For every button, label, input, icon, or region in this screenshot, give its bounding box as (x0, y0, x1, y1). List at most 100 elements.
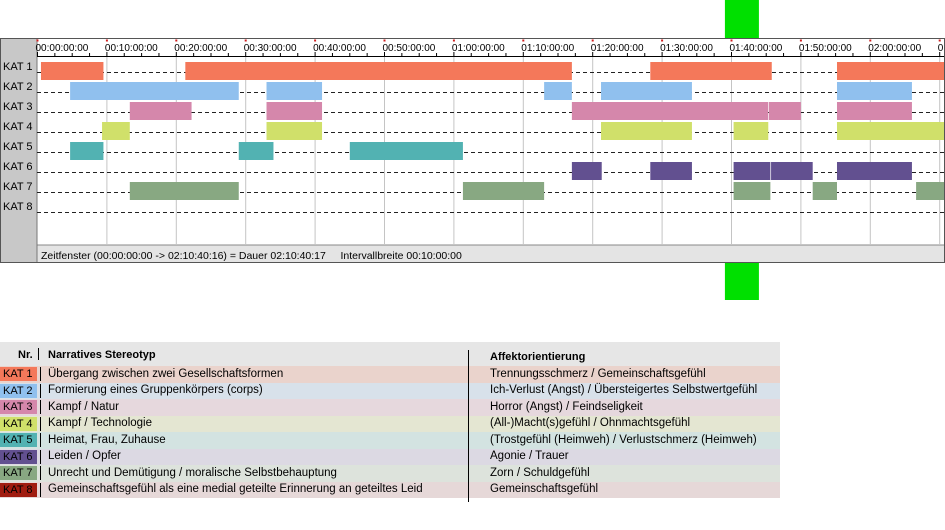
row-label: KAT 7 (3, 181, 33, 193)
timeline-segment (733, 182, 771, 200)
legend-header-nr: Nr. (18, 349, 33, 361)
segments (40, 62, 944, 200)
timeline-segment (733, 162, 771, 180)
time-tick-label: 00:20:00:00 (174, 43, 227, 54)
row-label: KAT 2 (3, 81, 33, 93)
tick-marker (869, 39, 872, 42)
timeline-segment (129, 182, 239, 200)
legend-category-swatch: KAT 4 (0, 416, 37, 431)
tick-marker (799, 39, 802, 42)
row-label: KAT 3 (3, 101, 33, 113)
time-tick-label: 01:40:00:00 (730, 43, 783, 54)
timeline-segment (129, 102, 192, 120)
tick-marker (730, 39, 733, 42)
tick-marker (938, 39, 941, 42)
time-tick-label: 00:00:00:00 (36, 43, 89, 54)
row-label: KAT 5 (3, 141, 33, 153)
category-legend: Nr. Narratives Stereotyp Affektorientier… (0, 342, 780, 502)
legend-row: KAT 5 Heimat, Frau, Zuhause (Trostgefühl (… (0, 432, 780, 449)
time-tick-label: 02:00:00:00 (868, 43, 921, 54)
timeline-segment (571, 162, 602, 180)
legend-row-sep (40, 482, 41, 497)
legend-row-sep (40, 383, 41, 398)
timeline-segment (571, 102, 769, 120)
tick-marker (661, 39, 664, 42)
legend-affect: Gemeinschaftsgefühl (490, 483, 599, 495)
timeline-segment (349, 142, 463, 160)
legend-row-sep (40, 400, 41, 414)
timeline-segment (462, 182, 545, 200)
timeline-segment (771, 162, 813, 180)
time-tick-label: 0 (938, 43, 944, 54)
row-label: KAT 4 (3, 121, 33, 133)
tick-marker (314, 39, 317, 42)
tick-marker (383, 39, 386, 42)
timeline-segment (266, 102, 323, 120)
legend-header-affect: Affektorientierung (490, 351, 586, 363)
legend-affect: Ich-Verlust (Angst) / Übersteigertes Sel… (490, 384, 758, 396)
legend-row-sep (40, 466, 41, 480)
timeline-segment (836, 82, 912, 100)
legend-affect: Trennungsschmerz / Gemeinschaftsgefühl (490, 367, 706, 380)
timeline-segment (836, 62, 944, 80)
timeline-segment (916, 182, 944, 200)
tick-marker (105, 39, 108, 42)
legend-row-sep (40, 367, 41, 381)
time-tick-label: 01:10:00:00 (521, 43, 574, 54)
timeline-segment (733, 122, 769, 140)
legend-stereotype: Formierung eines Gruppenkörpers (corps) (48, 384, 263, 396)
timeline-segment (812, 182, 837, 200)
legend-affect: Zorn / Schuldgefühl (490, 466, 590, 479)
legend-category-swatch: KAT 7 (0, 466, 37, 480)
timeline-segment (601, 122, 692, 140)
row-label: KAT 1 (3, 61, 33, 73)
tick-marker (591, 39, 594, 42)
legend-row: KAT 4 Kampf / Technologie (All-)Macht(s)ge… (0, 415, 780, 432)
timeline-segment (238, 142, 274, 160)
time-tick-label: 00:50:00:00 (383, 43, 436, 54)
timeline-segment (70, 82, 239, 100)
legend-stereotype: Gemeinschaftsgefühl als eine medial gete… (48, 483, 423, 495)
timeline-segment (266, 122, 323, 140)
legend-stereotype: Übergang zwischen zwei Gesellschaftsform… (48, 367, 284, 380)
legend-category-swatch: KAT 5 (0, 433, 37, 447)
legend-stereotype: Unrecht und Demütigung / moralische Selb… (48, 466, 337, 479)
status-bar (37, 245, 944, 262)
time-tick-label: 01:20:00:00 (591, 43, 644, 54)
legend-column-divider (468, 350, 469, 502)
row-label: KAT 6 (3, 161, 33, 173)
time-tick-label: 01:50:00:00 (799, 43, 852, 54)
legend-affect: Agonie / Trauer (490, 450, 569, 462)
legend-header-sep (38, 348, 39, 360)
timeline-segment (836, 122, 944, 140)
tick-marker (244, 39, 247, 42)
legend-category-swatch: KAT 2 (0, 383, 37, 398)
legend-affect: (Trostgefühl (Heimweh) / Verlustschmerz … (490, 433, 757, 446)
timeline-segment (544, 82, 572, 100)
legend-stereotype: Heimat, Frau, Zuhause (48, 433, 166, 446)
tick-marker (36, 39, 39, 42)
legend-affect: (All-)Macht(s)gefühl / Ohnmachtsgefühl (490, 417, 691, 429)
legend-stereotype: Kampf / Technologie (48, 417, 152, 429)
time-tick-label: 00:40:00:00 (313, 43, 366, 54)
tick-marker (175, 39, 178, 42)
timeline-segment (650, 162, 692, 180)
timeline-segment (102, 122, 130, 140)
tick-marker (452, 39, 455, 42)
timeline-segment (650, 62, 772, 80)
time-tick-label: 01:00:00:00 (452, 43, 505, 54)
legend-affect: Horror (Angst) / Feindseligkeit (490, 400, 643, 413)
legend-row: KAT 2 Formierung eines Gruppenkörpers (co… (0, 382, 780, 399)
legend-stereotype: Leiden / Opfer (48, 450, 121, 462)
legend-row-sep (40, 433, 41, 447)
timeline-segment (70, 142, 104, 160)
legend-row-sep (40, 449, 41, 464)
legend-stereotype: Kampf / Natur (48, 400, 119, 413)
